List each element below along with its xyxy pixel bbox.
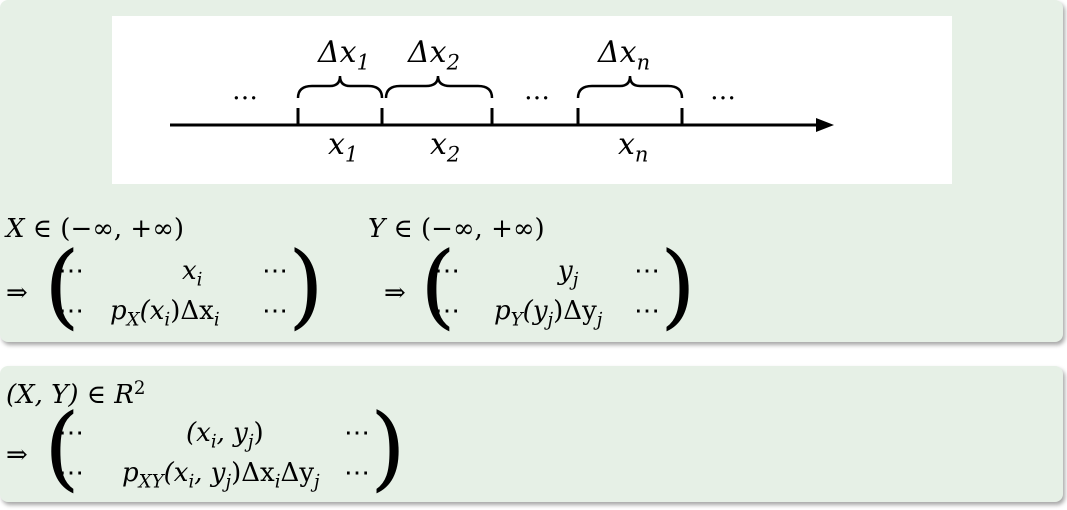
right-paren: ): [660, 232, 696, 339]
cell-r2-r: ⋯: [344, 458, 370, 488]
cell-r1-x: xi: [182, 256, 203, 291]
right-paren: ): [288, 232, 324, 339]
ellipsis-left: …: [232, 76, 258, 106]
y-distribution-matrix: ( ⋯ yj ⋯ ⋯ pY(yj)Δyj ⋯ ): [420, 240, 696, 334]
cell-r1-r: ⋯: [262, 256, 288, 286]
implies-arrow-y: ⇒: [384, 278, 406, 308]
left-paren: (: [420, 232, 456, 339]
bottom-label-2: x2: [430, 127, 461, 167]
ellipsis-right: …: [710, 76, 736, 106]
left-paren: (: [44, 232, 80, 339]
xy-distribution-matrix: ( ⋯ (xi, yj) ⋯ ⋯ pXY(xi, yj)ΔxiΔyj ⋯ ): [44, 402, 406, 496]
cell-r2-p: pXY(xi, yj)ΔxiΔyj: [122, 458, 320, 493]
axis-arrowhead: [816, 118, 834, 132]
cell-r1-l: ⋯: [434, 256, 460, 286]
cell-r1-y: yj: [558, 256, 579, 291]
cell-r1-xy: (xi, yj): [186, 418, 264, 453]
number-line-svg: [170, 75, 834, 132]
cell-r2-r: ⋯: [634, 296, 660, 326]
xy-range-statement: (X, Y) ∈ R2: [6, 378, 146, 411]
cell-r2-l: ⋯: [58, 458, 84, 488]
x-range-statement: X ∈ (−∞, +∞): [6, 214, 184, 244]
left-paren: (: [44, 394, 80, 501]
bottom-label-n: xn: [618, 127, 649, 167]
cell-r1-l: ⋯: [58, 418, 84, 448]
cell-r1-r: ⋯: [344, 418, 370, 448]
cell-r1-r: ⋯: [634, 256, 660, 286]
x-distribution-matrix: ( ⋯ xi ⋯ ⋯ pX(xi)Δxi ⋯ ): [44, 240, 324, 334]
brace-2: [384, 75, 494, 99]
implies-arrow-x: ⇒: [6, 278, 28, 308]
brace-n: [576, 75, 684, 99]
top-label-2: Δx2: [408, 35, 460, 75]
number-line-figure: … … … Δx1 Δx2 Δxn x1 x2 xn: [112, 16, 952, 184]
right-paren: ): [370, 394, 406, 501]
definition-block-1d: … … … Δx1 Δx2 Δxn x1 x2 xn X ∈ (−∞, +∞) …: [0, 0, 1063, 342]
bottom-label-1: x1: [328, 127, 359, 167]
brace-1: [296, 75, 384, 99]
cell-r1-l: ⋯: [58, 256, 84, 286]
top-label-1: Δx1: [318, 35, 370, 75]
top-label-n: Δxn: [598, 35, 651, 75]
ellipsis-middle: …: [524, 76, 550, 106]
cell-r2-l: ⋯: [434, 296, 460, 326]
cell-r2-l: ⋯: [58, 296, 84, 326]
definition-block-2d: (X, Y) ∈ R2 ⇒ ( ⋯ (xi, yj) ⋯ ⋯ pXY(xi, y…: [0, 366, 1063, 502]
cell-r2-p: pX(xi)Δxi: [110, 296, 220, 331]
cell-r2-r: ⋯: [262, 296, 288, 326]
implies-arrow-xy: ⇒: [6, 440, 28, 470]
y-range-statement: Y ∈ (−∞, +∞): [368, 214, 545, 244]
cell-r2-p: pY(yj)Δyj: [494, 296, 603, 331]
